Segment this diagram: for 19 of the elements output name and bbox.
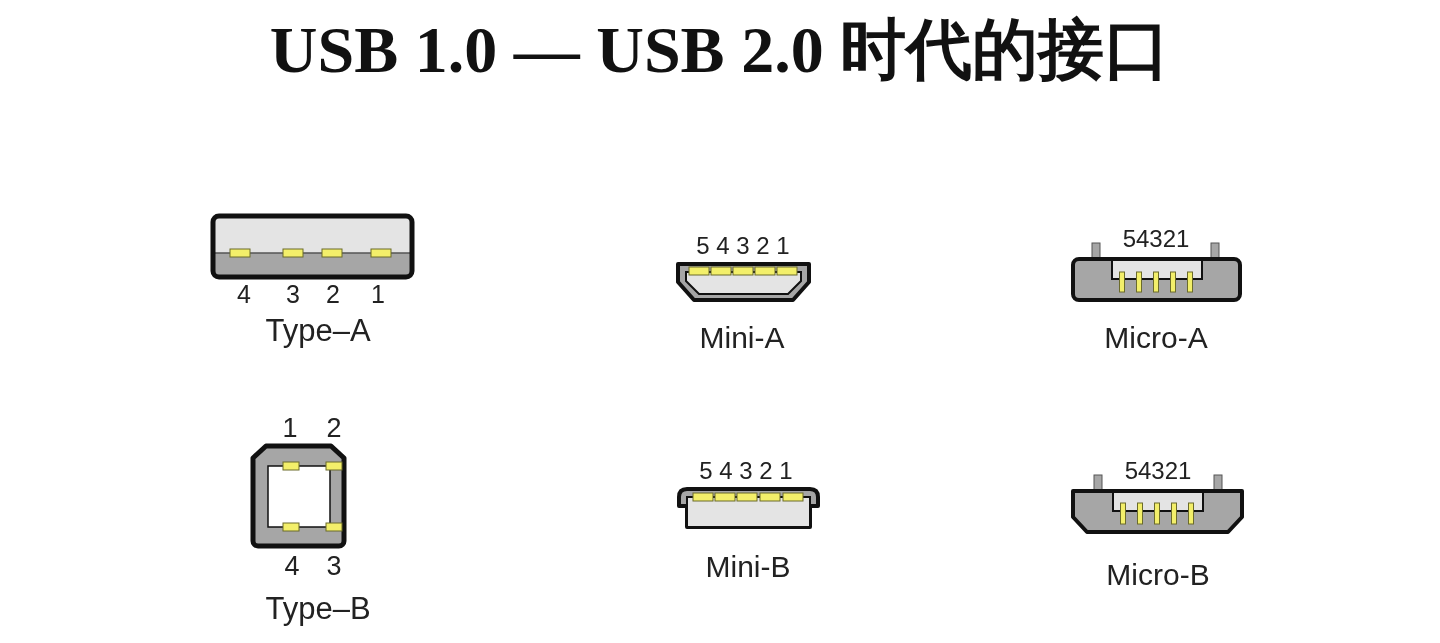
pin-number: 3 bbox=[326, 552, 342, 580]
pin-number: 1 bbox=[282, 414, 298, 442]
pin-number: 3 bbox=[286, 281, 300, 307]
pin-number: 2 bbox=[326, 414, 342, 442]
connector-name: Mini-A bbox=[699, 323, 785, 353]
connector-name: Mini-B bbox=[705, 552, 791, 582]
connector-name: Micro-A bbox=[1104, 323, 1208, 353]
pin-number: 4 bbox=[284, 552, 300, 580]
connector-name: Type–B bbox=[265, 592, 371, 624]
pin-numbers: 5 4 3 2 1 bbox=[699, 459, 793, 483]
pin-numbers: 54321 bbox=[1122, 227, 1190, 251]
pin-numbers: 54321 bbox=[1124, 459, 1192, 483]
pin-number: 4 bbox=[237, 281, 251, 307]
pin-numbers: 5 4 3 2 1 bbox=[696, 234, 790, 258]
title: USB 1.0 — USB 2.0 时代的接口 bbox=[269, 12, 1171, 88]
connector-name: Type–A bbox=[265, 314, 371, 346]
pin-number: 1 bbox=[371, 281, 385, 307]
connector-name: Micro-B bbox=[1106, 560, 1210, 590]
pin-number: 2 bbox=[326, 281, 340, 307]
